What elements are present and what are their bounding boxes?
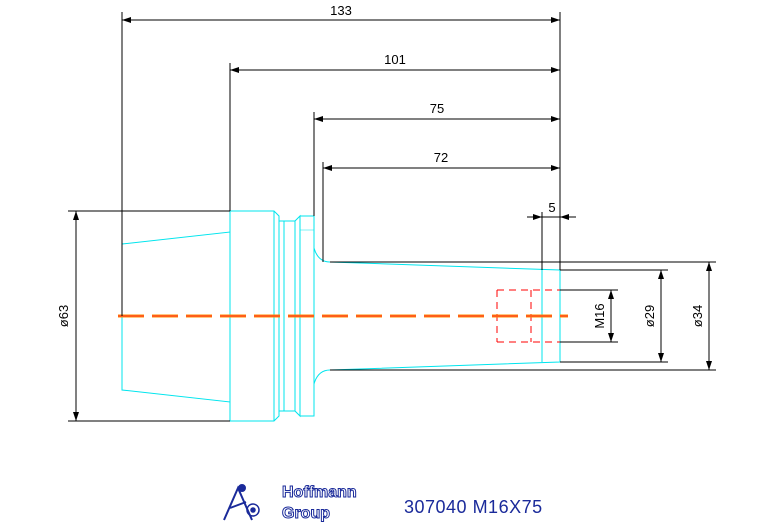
logo-text-line1: Hoffmann — [282, 484, 357, 501]
dim-diameter-63: ø63 — [56, 305, 71, 327]
dim-thread: M16 — [592, 303, 607, 328]
logo-gear-icon — [246, 503, 260, 517]
dim-length-72: 72 — [434, 150, 448, 165]
logo-figure-icon — [223, 484, 253, 521]
dim-length-101: 101 — [384, 52, 406, 67]
dimension-lines — [68, 12, 716, 422]
groove — [279, 220, 285, 412]
dim-diameter-34: ø34 — [690, 305, 705, 327]
logo-text-line2: Group — [282, 505, 330, 522]
hoffmann-group-logo: Hoffmann Group — [223, 484, 357, 522]
dim-diameter-29: ø29 — [642, 305, 657, 327]
part-caption: 307040 M16X75 — [404, 497, 543, 517]
dim-length-5: 5 — [548, 200, 555, 215]
dim-length-75: 75 — [430, 101, 444, 116]
arrowheads — [73, 17, 712, 421]
dim-overall-length: 133 — [330, 3, 352, 18]
